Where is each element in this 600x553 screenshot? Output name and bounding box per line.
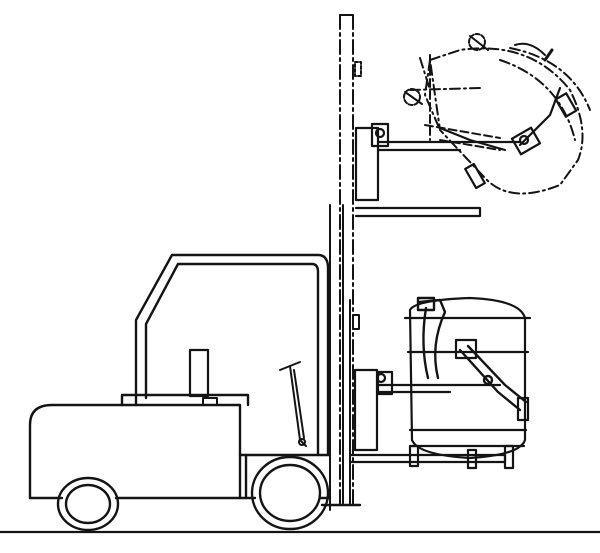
lowered-carriage xyxy=(348,368,507,464)
mast xyxy=(320,14,362,511)
raised-tilted-drum xyxy=(409,47,591,195)
raised-arm-outline xyxy=(424,54,501,151)
steering-column xyxy=(279,361,307,447)
raised-rotation-markers xyxy=(403,33,546,106)
lowered-clamp-arm xyxy=(416,296,528,412)
raised-drum-solid-details xyxy=(438,48,578,190)
lowered-drum xyxy=(403,296,532,470)
operator-cab xyxy=(134,253,330,457)
rear-wheel xyxy=(56,476,120,532)
raised-carriage xyxy=(354,122,522,218)
front-wheel xyxy=(250,455,330,531)
forklift-body xyxy=(28,393,332,500)
